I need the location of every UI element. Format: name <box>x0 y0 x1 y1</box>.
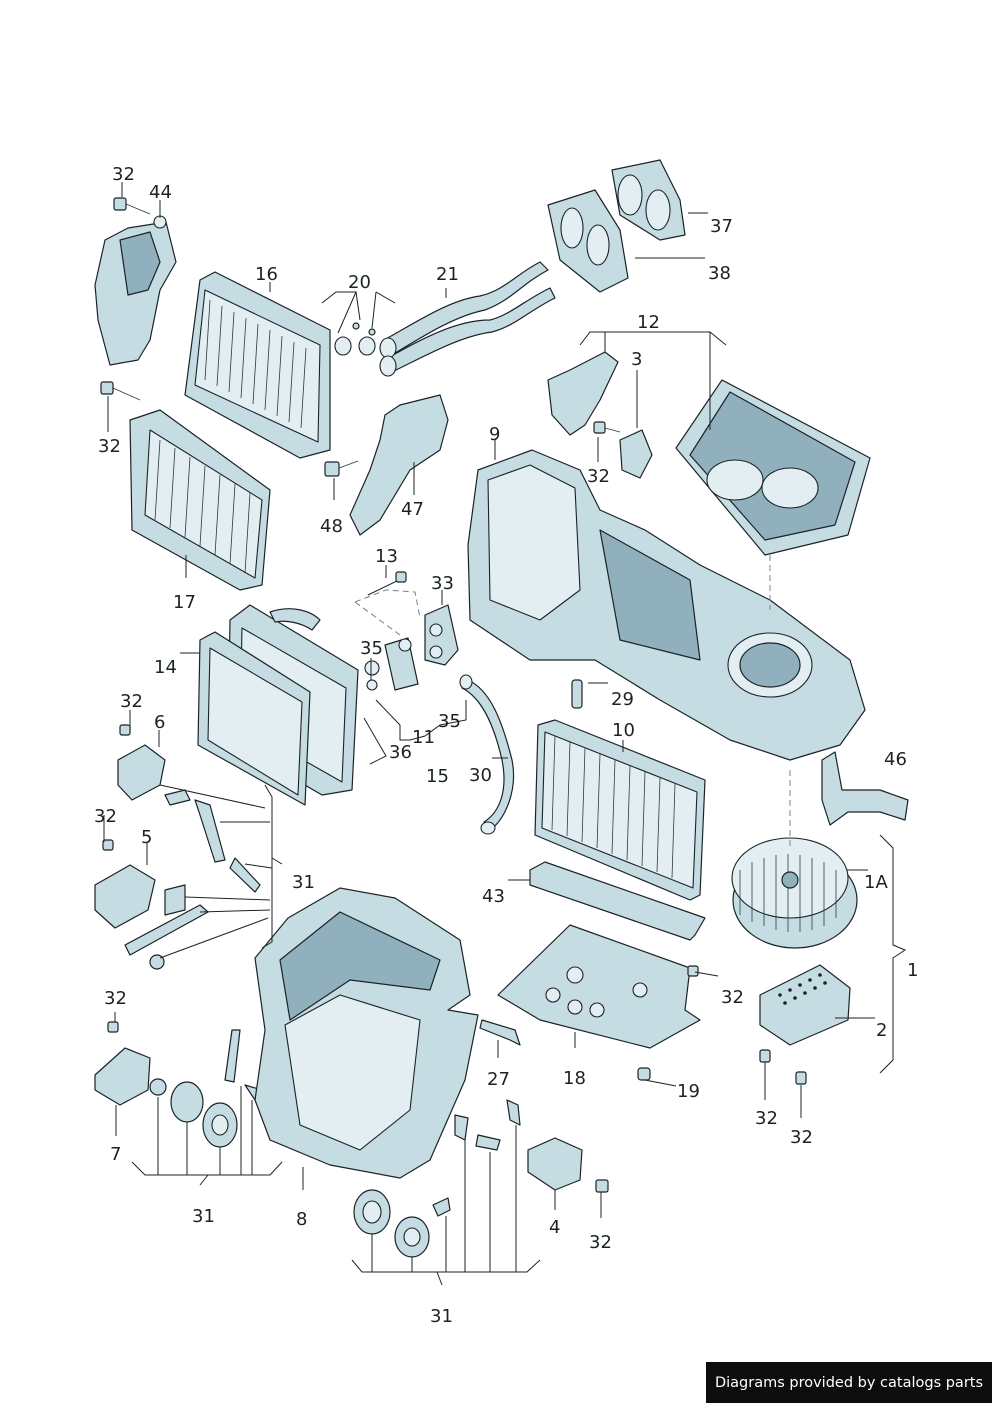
bolt-48 <box>324 460 359 477</box>
part-5-actuator <box>94 839 156 929</box>
part-38-gasket <box>547 189 629 293</box>
callout-32: 32 <box>589 1232 612 1253</box>
credit-banner: Diagrams provided by catalogs parts <box>706 1362 992 1403</box>
callout-12: 12 <box>637 312 660 333</box>
part-29-sensor <box>571 679 583 709</box>
callout-31: 31 <box>292 872 315 893</box>
part-16-heat-exchanger <box>184 271 331 459</box>
part-4-actuator <box>527 1137 609 1193</box>
callout-46: 46 <box>884 749 907 770</box>
callout-33: 33 <box>431 573 454 594</box>
callout-31: 31 <box>192 1206 215 1227</box>
part-30-drain-pipe <box>459 674 515 835</box>
callout-4: 4 <box>549 1217 560 1238</box>
callout-1a: 1A <box>864 872 888 893</box>
part-43-tray <box>529 861 706 941</box>
callout-47: 47 <box>401 499 424 520</box>
part-7-actuator <box>94 1021 151 1106</box>
part-1a-blower-motor <box>731 770 858 949</box>
screw-32-upper-mid <box>593 421 621 434</box>
part-33-cap <box>424 604 459 666</box>
screw-32-left-mid <box>100 381 141 401</box>
callout-8: 8 <box>296 1209 307 1230</box>
screws-32-resistor <box>759 1049 807 1085</box>
callout-labels: 32 44 16 20 21 37 38 12 3 32 9 32 47 48 … <box>94 164 918 1327</box>
callout-15: 15 <box>426 766 449 787</box>
callout-35: 35 <box>360 638 383 659</box>
part-11-expansion-valve <box>384 637 419 691</box>
callout-32: 32 <box>755 1108 778 1129</box>
callout-44: 44 <box>149 182 172 203</box>
callout-13: 13 <box>375 546 398 567</box>
callout-37: 37 <box>710 216 733 237</box>
part-3-actuator <box>619 429 653 479</box>
gear-parts-31 <box>149 1029 263 1148</box>
callout-32: 32 <box>104 988 127 1009</box>
callout-35: 35 <box>438 711 461 732</box>
callout-19: 19 <box>677 1081 700 1102</box>
callout-29: 29 <box>611 689 634 710</box>
part-10-dust-filter <box>534 719 706 901</box>
callout-7: 7 <box>110 1144 121 1165</box>
part-37-gasket <box>611 159 686 241</box>
part-9-main-housing <box>467 449 866 761</box>
callout-21: 21 <box>436 264 459 285</box>
callout-27: 27 <box>487 1069 510 1090</box>
callout-32: 32 <box>112 164 135 185</box>
callout-43: 43 <box>482 886 505 907</box>
callout-32: 32 <box>790 1127 813 1148</box>
callout-14: 14 <box>154 657 177 678</box>
callout-11: 11 <box>412 727 435 748</box>
callout-16: 16 <box>255 264 278 285</box>
part-8-distribution-housing <box>254 887 479 1179</box>
leader-lines <box>103 182 907 1286</box>
callout-3: 3 <box>631 349 642 370</box>
part-14-seal-frame <box>197 631 311 806</box>
callout-20: 20 <box>348 272 371 293</box>
part-46-bracket <box>821 751 909 826</box>
small-parts-31-lower <box>353 1099 521 1258</box>
part-20-seals <box>334 322 376 356</box>
callout-17: 17 <box>173 592 196 613</box>
part-18-cover <box>497 924 701 1049</box>
callout-32: 32 <box>94 806 117 827</box>
callout-32: 32 <box>120 691 143 712</box>
part-12-bracket <box>547 351 619 436</box>
callout-32: 32 <box>98 436 121 457</box>
part-12-flap-housing <box>675 379 871 556</box>
linkage-levers-31 <box>124 789 261 970</box>
callout-32: 32 <box>721 987 744 1008</box>
part-17-evaporator <box>129 409 271 591</box>
callout-6: 6 <box>154 712 165 733</box>
part-2-series-resistor <box>759 964 851 1046</box>
part-6-actuator <box>117 724 166 801</box>
screw-19 <box>637 1067 651 1081</box>
callout-30: 30 <box>469 765 492 786</box>
credit-text: Diagrams provided by catalogs parts <box>714 1374 984 1391</box>
part-21-coolant-pipe <box>379 261 556 377</box>
callout-31: 31 <box>430 1306 453 1327</box>
part-27-connector <box>479 1019 521 1046</box>
callout-38: 38 <box>708 263 731 284</box>
callout-10: 10 <box>612 720 635 741</box>
callout-48: 48 <box>320 516 343 537</box>
part-35-36-o-rings <box>364 660 380 691</box>
part-47-bracket <box>349 394 449 536</box>
callout-2: 2 <box>876 1020 887 1041</box>
callout-9: 9 <box>489 424 500 445</box>
part-44-bracket <box>94 215 177 366</box>
callout-18: 18 <box>563 1068 586 1089</box>
screw-32-blower <box>687 965 699 977</box>
callout-1: 1 <box>907 960 918 981</box>
callout-5: 5 <box>141 827 152 848</box>
callout-32: 32 <box>587 466 610 487</box>
screw-32-top-left <box>113 197 151 215</box>
callout-36: 36 <box>389 742 412 763</box>
bolt-13 <box>367 571 407 596</box>
